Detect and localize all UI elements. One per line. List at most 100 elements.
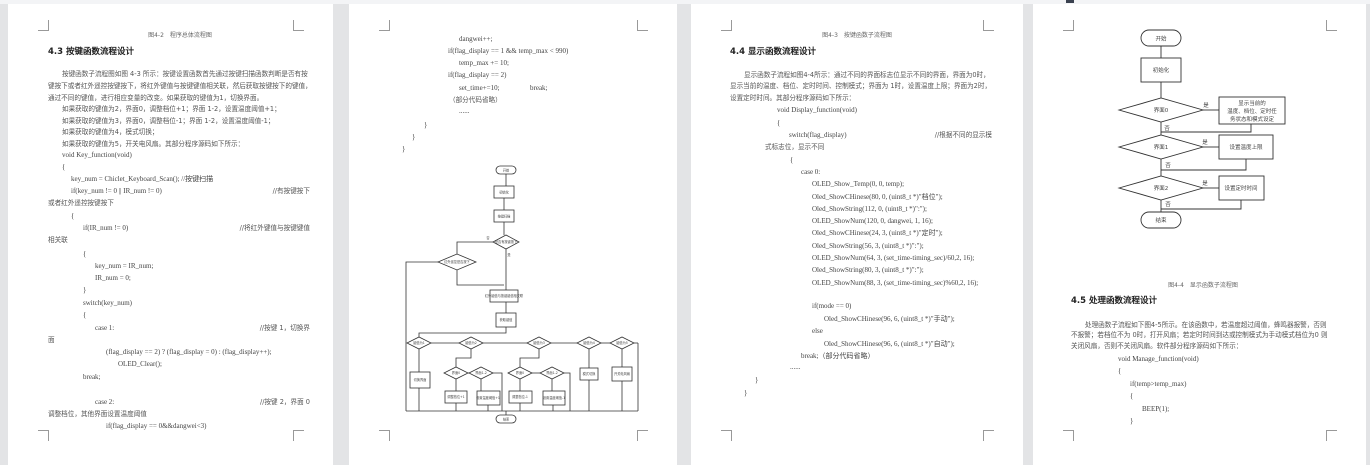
text-line: Oled_ShowString(112, 0, (uint8_t *)":"); <box>812 205 927 213</box>
page-corner-mark <box>38 430 49 441</box>
text-line: case 2: <box>95 398 115 406</box>
fc2-scan: 按键扫描 <box>498 214 512 219</box>
fc4-yes-0: 是 <box>1203 102 1209 109</box>
text-line: break; <box>83 373 101 381</box>
page-corner-mark <box>1326 430 1337 441</box>
page-corner-mark <box>637 20 648 31</box>
text-line: } <box>1130 417 1134 425</box>
text-line: break;（部分代码省略） <box>801 352 875 360</box>
section-heading: 4.3 按键函数流程设计 <box>48 47 135 57</box>
text-line: dangwei++; <box>459 35 493 43</box>
fc2-k3: 键值为3 <box>533 340 545 345</box>
text-line: OLED_Clear(); <box>118 360 162 368</box>
page-corner-mark <box>379 20 390 31</box>
fc4-yes-1: 是 <box>1202 139 1208 146</box>
page-corner-mark <box>379 430 390 441</box>
document-page-3 <box>691 4 1023 465</box>
text-line: temp_max += 10; <box>459 59 509 67</box>
text-line: 如果获取的键值为3，界面0，调整档位-1；界面 1-2，设置温度阈值-1； <box>62 117 275 125</box>
text-line: 按键函数子流程图如图 4-3 所示：按键设置函数首先通过按键扫描函数判断是否有按 <box>62 70 308 78</box>
text-line: Oled_ShowString(56, 3, (uint8_t *)":"); <box>812 242 924 250</box>
text-line: 或者红外遥控按键按下 <box>48 199 114 207</box>
text-line: 通过不同的键值，进行相应变量的改变。如果获取的键值为1，切换界面。 <box>48 94 264 102</box>
text-line: } <box>744 389 748 397</box>
text-line: case 1: <box>95 324 115 332</box>
text-line: 式标志位，显示不同 <box>765 143 825 151</box>
text-line: } <box>83 286 87 294</box>
text-line: if(mode == 0) <box>812 302 852 310</box>
fc4-box0-line2: 温度、档位、定时任 <box>1227 107 1277 115</box>
text-line: { <box>71 212 75 220</box>
text-line: Oled_ShowString(80, 3, (uint8_t *)":"); <box>812 266 924 274</box>
fc4-screen2: 界面2 <box>1154 185 1169 192</box>
fc4-start: 开始 <box>1155 35 1167 43</box>
fc2-k1: 键值为1 <box>413 340 425 345</box>
fc2-ir: 红外遥控是否按下 <box>444 259 470 264</box>
fc2-k2: 键值为2 <box>465 340 477 345</box>
text-line: （部分代码省略） <box>449 96 502 104</box>
text-line: 如果获取的键值为4，模式切换； <box>62 128 159 136</box>
fc2-gear-up: 调整档位+1 <box>447 394 464 399</box>
fc2-s0b: 界面0 <box>516 371 524 375</box>
figure-caption: 图4-4 显示函数子流程图 <box>1168 282 1238 289</box>
code-comment: //根据不同的显示模 <box>934 131 992 139</box>
fc2-temp-up: 设置温度阈值+1 <box>476 395 500 400</box>
text-line: Oled_ShowCHinese(80, 0, (uint8_t *)"档位")… <box>812 193 943 201</box>
fc4-yes-2: 是 <box>1202 180 1208 187</box>
fc2-s0a: 界面0 <box>452 371 460 375</box>
fc4-end: 结束 <box>1155 216 1167 224</box>
fc4-box1: 设置温度上限 <box>1229 143 1263 151</box>
text-line: case 0: <box>801 168 821 176</box>
text-line: 面 <box>48 336 55 344</box>
fc4-no-1: 否 <box>1165 162 1171 169</box>
page-corner-mark <box>983 20 994 31</box>
text-line: } <box>402 145 406 153</box>
text-line: } <box>755 376 759 384</box>
fc2-end: 结束 <box>503 417 510 422</box>
code-comment: //按键 1，切换界 <box>259 324 310 332</box>
text-line: IR_num = 0; <box>95 274 131 282</box>
section-heading: 4.4 显示函数流程设计 <box>730 47 817 57</box>
text-line: 设置定时时间。其部分程序源码如下所示： <box>730 94 856 102</box>
text-line: if(flag_display == 2) <box>448 71 507 79</box>
text-line: Oled_ShowCHinese(96, 6, (uint8_t *)"手动")… <box>824 315 955 323</box>
text-line: void Manage_function(void) <box>1118 355 1199 363</box>
text-line: Oled_ShowCHinese(96, 6, (uint8_t *)"自动")… <box>824 340 955 348</box>
text-line: ...... <box>459 107 470 115</box>
text-line: void Key_function(void) <box>62 151 132 159</box>
fc4-init: 初始化 <box>1153 66 1170 74</box>
fc4-no-2: 否 <box>1165 201 1171 208</box>
text-line: OLED_ShowNum(64, 3, (set_time-timing_sec… <box>812 254 975 262</box>
fc2-s12a: 界面1-2 <box>475 371 487 375</box>
page-corner-mark <box>1063 430 1074 441</box>
text-line: switch(flag_display) <box>789 131 847 139</box>
text-line: } <box>424 121 428 129</box>
text-line: void Display_function(void) <box>777 106 857 114</box>
text-line: if(IR_num != 0) <box>83 224 129 232</box>
text-line: 不报警；若档位不为 0时，打开风扇；若定时时间到达或控制模式为手动模式档位为0 … <box>1071 331 1328 339</box>
fc2-s12b: 界面1-2 <box>546 371 558 375</box>
text-line: 调整档位，其他界面设置温度阈值 <box>48 410 147 418</box>
text-line: OLED_ShowNum(120, 0, dangwei, 1, 16); <box>812 217 933 225</box>
text-line: { <box>62 163 66 171</box>
text-line: key_num = IR_num; <box>95 262 154 270</box>
page-corner-mark <box>721 20 732 31</box>
fc4-screen1: 界面1 <box>1154 144 1169 151</box>
text-line: 键按下或者红外遥控按键按下，将红外键值与按键键值相关联，然后获取按键按下的键值， <box>48 82 312 90</box>
code-comment: //将红外键值与按键键值 <box>239 224 310 232</box>
fc2-start: 开始 <box>503 168 510 173</box>
fc4-screen0: 界面0 <box>1154 107 1169 114</box>
text-line: 相关联 <box>48 236 68 244</box>
fc2-has-key: 是否有按键按下 <box>495 239 518 244</box>
text-line: { <box>83 311 87 319</box>
fc4-box2: 设置定时时间 <box>1224 184 1257 192</box>
figure-caption: 图4-2 程序总体流程图 <box>148 32 212 39</box>
text-line: BEEP(1); <box>1142 405 1170 413</box>
text-line: if(flag_display == 1 && temp_max < 990) <box>448 47 569 55</box>
text-line: 显示函数子流程如图4-4所示：通过不同的界面标志位显示不同的界面，界面为0时， <box>744 71 990 79</box>
text-line: Oled_ShowCHinese(24, 3, (uint8_t *)"定时")… <box>812 229 943 237</box>
fc2-k5: 键值为5 <box>616 340 628 345</box>
fc2-label-yes: 是 <box>507 252 511 257</box>
text-line: (flag_display == 2) ? (flag_display = 0)… <box>106 348 272 356</box>
